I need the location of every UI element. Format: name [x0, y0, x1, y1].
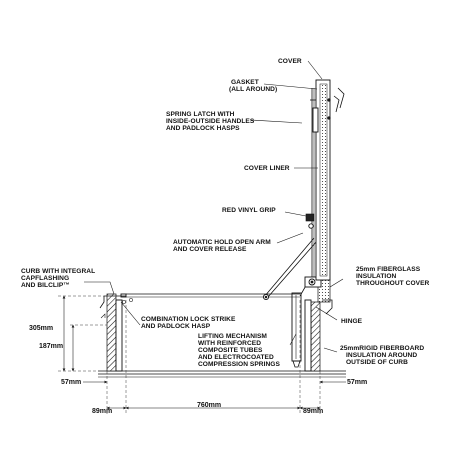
callouts: COVER GASKET (ALL AROUND) SPRING LATCH W…	[21, 58, 430, 368]
callout-combination-lock: Combination lock strike	[141, 316, 236, 323]
dim-right-curb: 89mm	[303, 408, 323, 415]
callout-fiberglass-2: INSULATION	[356, 273, 396, 280]
callout-lifting-mechanism-3: COMPOSITE TUBES	[198, 347, 263, 354]
callout-lifting-mechanism-2: WITH REINFORCED	[198, 340, 261, 347]
hold-open-arm	[262, 237, 321, 301]
dim-inner-height: 187mm	[39, 343, 63, 350]
callout-combination-lock-2: and padlock hasp	[141, 323, 211, 330]
callout-rigid-fiberboard: 25mmRIGID FIBERBOARD	[340, 345, 424, 352]
callout-curb-2: CAPFLASHING	[21, 275, 69, 282]
callout-cover: COVER	[278, 58, 302, 65]
callout-red-vinyl-grip: RED VINYL GRIP	[222, 207, 276, 214]
callout-lifting-mechanism-5: COMPRESSION SPRINGS	[198, 361, 280, 368]
roof-deck	[98, 370, 346, 378]
callout-lifting-mechanism: LIFTING MECHANISM	[198, 333, 267, 340]
dim-curb-height: 305mm	[29, 325, 53, 332]
open-cover	[305, 79, 345, 281]
dim-left-curb: 89mm	[92, 408, 112, 415]
hinge	[304, 276, 322, 288]
right-curb	[304, 279, 333, 372]
left-curb	[99, 293, 133, 372]
callout-fiberglass-3: THROUGHOUT COVER	[356, 280, 430, 287]
callout-hold-open-arm: AUTOMATIC HOLD OPEN ARM	[173, 239, 271, 246]
callout-hold-open-arm-2: AND COVER RELEASE	[173, 246, 247, 253]
callout-fiberglass: 25mm FIBERGLASS	[356, 266, 421, 273]
callout-rigid-fiberboard-2: INSULATION AROUND	[346, 352, 417, 359]
callout-curb: CURB WITH INTEGRAL	[21, 268, 95, 275]
dim-left-offset: 57mm	[61, 379, 81, 386]
leader-lines	[84, 60, 344, 353]
lifting-mechanism	[291, 292, 302, 368]
callout-cover-liner: COVER LINER	[244, 165, 290, 172]
callout-lifting-mechanism-4: AND ELECTROCOATED	[198, 354, 274, 361]
callout-spring-latch: SPRING LATCH WITH	[166, 111, 235, 118]
callout-spring-latch-3: AND PADLOCK HASPS	[166, 125, 240, 132]
dimension-labels: 305mm 187mm 57mm 57mm 89mm 760mm 89mm	[29, 325, 367, 415]
callout-spring-latch-2: INSIDE-OUTSIDE HANDLES	[166, 118, 255, 125]
dimension-lines	[58, 295, 346, 414]
callout-curb-3: AND BILCLIP™	[21, 282, 70, 289]
callout-gasket-sub: (ALL AROUND)	[229, 86, 277, 93]
callout-hinge: HINGE	[341, 318, 363, 325]
dim-right-offset: 57mm	[347, 379, 367, 386]
curb-top-rail	[126, 293, 300, 298]
callout-gasket: GASKET	[231, 79, 259, 86]
dim-opening-width: 760mm	[197, 402, 221, 409]
callout-rigid-fiberboard-3: OUTSIDE OF CURB	[346, 359, 408, 366]
